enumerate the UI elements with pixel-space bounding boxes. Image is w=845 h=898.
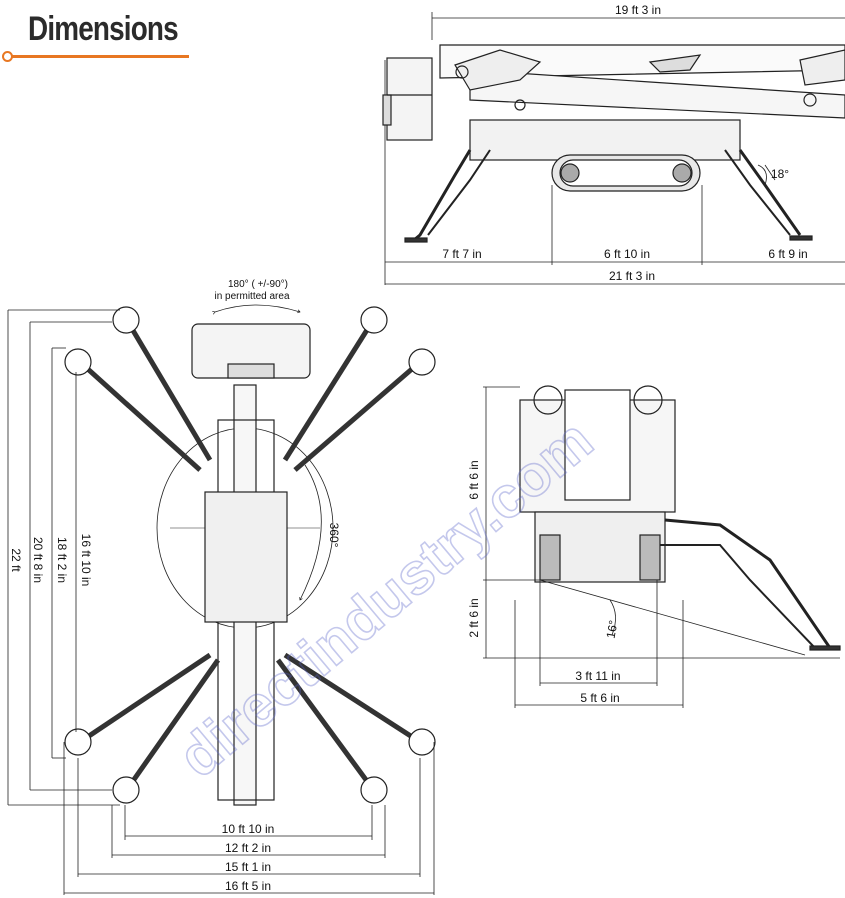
turret-rotation-label: 360° (327, 523, 341, 548)
track-width-label: 3 ft 11 in (575, 669, 620, 683)
rear-height-upper: 6 ft 6 in (467, 460, 481, 499)
overall-length-label: 19 ft 3 in (615, 3, 661, 17)
outrigger-span-label: 21 ft 3 in (609, 269, 655, 283)
rear-view (483, 385, 841, 708)
horizontal-dim-3: 15 ft 1 in (225, 860, 271, 874)
page-title: Dimensions (28, 10, 179, 48)
title-bullet-icon (2, 51, 13, 62)
front-segment-label: 6 ft 9 in (768, 247, 807, 261)
rear-height-lower: 2 ft 6 in (467, 598, 481, 637)
rotation-label-line1: 180° ( +/-90°) (228, 279, 288, 290)
track-segment-label: 6 ft 10 in (604, 247, 650, 261)
vertical-dim-2: 18 ft 2 in (55, 537, 69, 583)
outrigger-angle-label: 18° (771, 167, 789, 181)
horizontal-dim-2: 12 ft 2 in (225, 841, 271, 855)
overall-width-label: 5 ft 6 in (580, 691, 619, 705)
vertical-dim-1: 16 ft 10 in (79, 534, 93, 587)
vertical-dim-3: 20 ft 8 in (31, 537, 45, 583)
horizontal-dim-1: 10 ft 10 in (222, 822, 275, 836)
rear-segment-label: 7 ft 7 in (442, 247, 481, 261)
horizontal-dim-4: 16 ft 5 in (225, 879, 271, 893)
rotation-label-line2: in permitted area (214, 291, 289, 302)
vertical-dim-4: 22 ft (9, 548, 23, 572)
side-view (382, 12, 845, 285)
title-underline (6, 55, 189, 58)
slope-angle-label: 16° (604, 619, 621, 640)
top-view (7, 304, 436, 895)
